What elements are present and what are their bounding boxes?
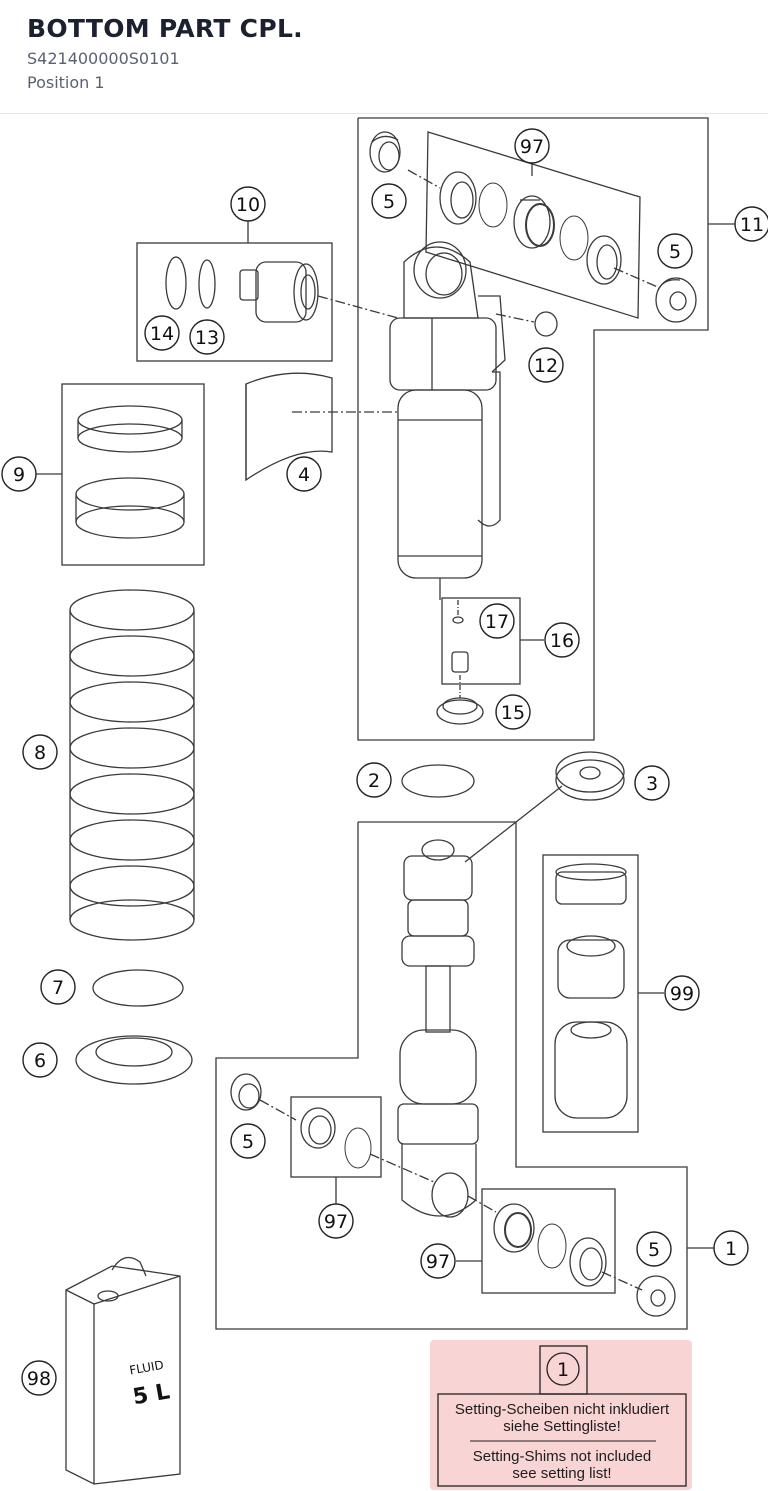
note-marker: 1 — [557, 1359, 569, 1381]
svg-text:14: 14 — [150, 323, 174, 345]
svg-text:7: 7 — [52, 977, 64, 999]
svg-text:10: 10 — [236, 194, 260, 216]
svg-text:5: 5 — [648, 1239, 660, 1261]
sleeve-4 — [245, 372, 333, 482]
callout-4: 4 — [286, 456, 322, 492]
svg-text:4: 4 — [298, 464, 310, 486]
group-frame-1 — [215, 821, 688, 1330]
callout-13: 13 — [189, 319, 225, 355]
svg-text:97: 97 — [426, 1251, 450, 1273]
svg-text:97: 97 — [324, 1211, 348, 1233]
can-label-line1: FLUID — [128, 1358, 164, 1378]
svg-text:1: 1 — [725, 1238, 737, 1260]
callout-8: 8 — [22, 734, 58, 770]
callout-7: 7 — [40, 969, 76, 1005]
callout-99: 99 — [664, 975, 700, 1011]
note-en-line1: Setting-Shims not included — [473, 1448, 651, 1465]
callout-98: 98 — [21, 1360, 57, 1396]
group-frame-97-left — [290, 1096, 382, 1178]
can-label-line2: 5 L — [131, 1379, 172, 1410]
note-en-line2: see setting list! — [512, 1465, 611, 1482]
svg-text:97: 97 — [520, 136, 544, 158]
svg-text:2: 2 — [368, 770, 380, 792]
shock-top-eye — [403, 246, 479, 319]
callout-14: 14 — [144, 315, 180, 351]
callout-9: 9 — [1, 456, 37, 492]
svg-text:8: 8 — [34, 742, 46, 764]
svg-text:99: 99 — [670, 983, 694, 1005]
group-frame-97-top — [425, 131, 641, 319]
svg-text:11: 11 — [740, 214, 764, 236]
page-title: BOTTOM PART CPL. — [27, 14, 303, 43]
group-frame-97-right — [481, 1188, 616, 1294]
svg-text:98: 98 — [27, 1368, 51, 1390]
group-frame-10 — [136, 242, 333, 362]
callout-97-lower-left: 97 — [318, 1203, 354, 1239]
svg-text:9: 9 — [13, 464, 25, 486]
svg-text:5: 5 — [383, 191, 395, 213]
position-label: Position 1 — [27, 73, 105, 92]
svg-text:6: 6 — [34, 1050, 46, 1072]
callout-17: 17 — [479, 603, 515, 639]
callout-2: 2 — [356, 762, 392, 798]
svg-text:5: 5 — [242, 1131, 254, 1153]
callout-1: 1 — [713, 1230, 749, 1266]
callout-97-top: 97 — [514, 128, 550, 164]
group-frame-11 — [357, 117, 709, 741]
svg-text:12: 12 — [534, 355, 558, 377]
callout-11: 11 — [734, 206, 768, 242]
setting-shims-note: 1 Setting-Scheiben nicht inkludiert sieh… — [430, 1340, 692, 1490]
spring-8 — [69, 589, 195, 941]
note-de-line2: siehe Settingliste! — [503, 1418, 621, 1435]
callout-16: 16 — [544, 622, 580, 658]
callout-6: 6 — [22, 1042, 58, 1078]
svg-text:17: 17 — [485, 611, 509, 633]
callout-5-top-right: 5 — [657, 233, 693, 269]
page-header: BOTTOM PART CPL. S421400000S0101 Positio… — [0, 0, 768, 114]
callout-12: 12 — [528, 347, 564, 383]
callout-5-top-left: 5 — [371, 183, 407, 219]
group-frame-16 — [441, 597, 521, 685]
callout-10: 10 — [230, 186, 266, 222]
part-number: S421400000S0101 — [27, 49, 180, 68]
svg-text:3: 3 — [646, 773, 658, 795]
svg-text:13: 13 — [195, 327, 219, 349]
callout-97-lower-right: 97 — [420, 1243, 456, 1279]
svg-text:15: 15 — [501, 702, 525, 724]
callout-15: 15 — [495, 694, 531, 730]
svg-text:16: 16 — [550, 630, 574, 652]
group-frame-99 — [542, 854, 639, 1133]
fluid-can-98 — [65, 1265, 181, 1485]
callout-5-lower-left: 5 — [230, 1123, 266, 1159]
svg-text:5: 5 — [669, 241, 681, 263]
note-de-line1: Setting-Scheiben nicht inkludiert — [455, 1401, 670, 1418]
callout-3: 3 — [634, 765, 670, 801]
callout-5-lower-right: 5 — [636, 1231, 672, 1267]
